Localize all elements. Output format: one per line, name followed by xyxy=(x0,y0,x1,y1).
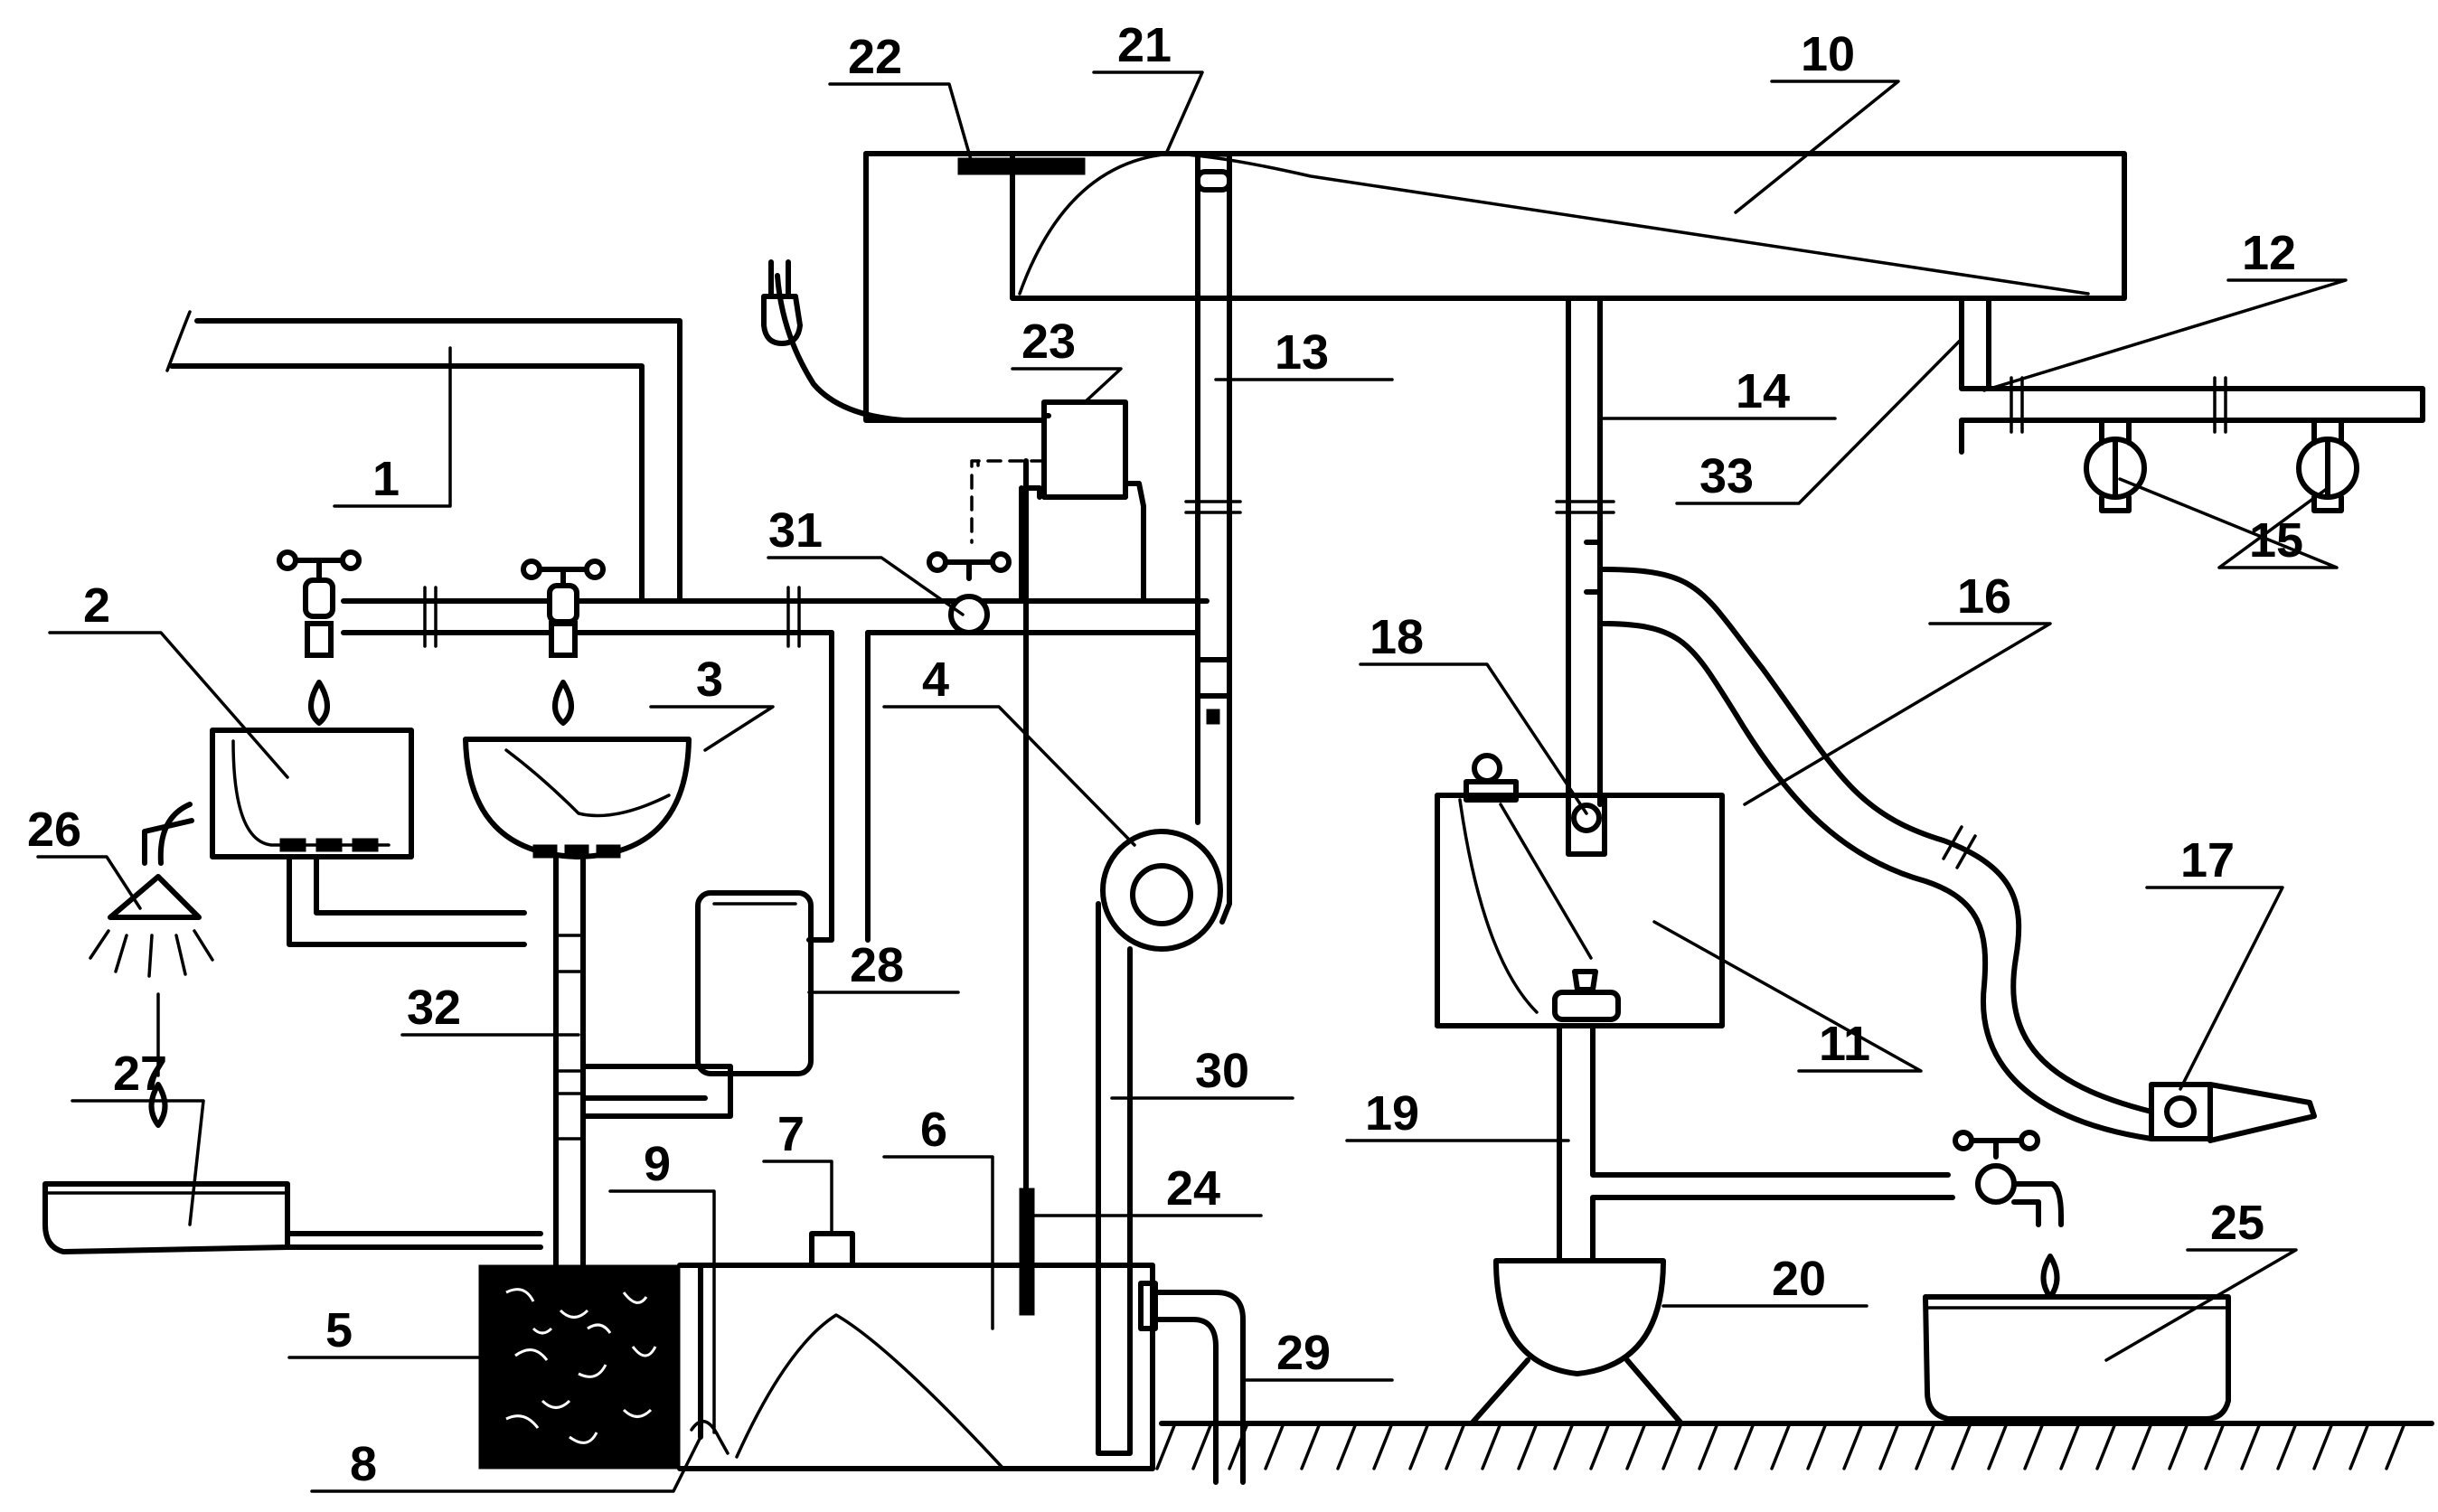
label-25: 25 xyxy=(2210,1196,2264,1250)
leader-lines xyxy=(36,70,2348,1493)
tap-sink-2[interactable] xyxy=(277,549,362,726)
tap-sink-3[interactable] xyxy=(521,559,606,726)
water-heater-28 xyxy=(695,630,871,1076)
label-11: 11 xyxy=(1819,1017,1870,1071)
label-4: 4 xyxy=(922,653,949,707)
wash-basin-3 xyxy=(463,737,692,859)
wash-basin-2 xyxy=(210,728,527,947)
pipe-30 xyxy=(1096,901,1133,1456)
label-33: 33 xyxy=(1699,449,1754,503)
level-sensor-24 xyxy=(976,458,1035,1316)
controller-23 xyxy=(863,151,1146,604)
label-2: 2 xyxy=(83,578,110,633)
label-13: 13 xyxy=(1275,325,1329,380)
tap-25[interactable] xyxy=(1953,1130,2064,1300)
label-8: 8 xyxy=(350,1437,377,1491)
valve-15-b[interactable] xyxy=(2296,418,2359,513)
label-3: 3 xyxy=(696,653,723,707)
valve-31[interactable] xyxy=(927,551,1012,635)
label-9: 9 xyxy=(644,1137,671,1191)
label-29: 29 xyxy=(1276,1326,1331,1380)
label-7: 7 xyxy=(777,1107,805,1161)
toilet-20 xyxy=(1469,1023,1955,1426)
label-23: 23 xyxy=(1021,315,1076,369)
label-32: 32 xyxy=(407,981,461,1035)
ground-line xyxy=(1155,1421,2434,1470)
label-28: 28 xyxy=(850,938,904,992)
pipe-14 xyxy=(1555,296,1615,807)
label-17: 17 xyxy=(2180,833,2235,887)
label-15: 15 xyxy=(2249,513,2303,568)
label-18: 18 xyxy=(1370,610,1424,664)
label-20: 20 xyxy=(1772,1252,1826,1306)
drain-pipe-32 xyxy=(553,854,733,1268)
supply-pipe-12 xyxy=(1959,296,2425,455)
label-24: 24 xyxy=(1166,1161,1220,1216)
cistern-11 xyxy=(1435,753,1725,1028)
valve-15-a[interactable] xyxy=(2084,418,2147,513)
label-12: 12 xyxy=(2242,226,2296,280)
label-26: 26 xyxy=(27,803,81,857)
basin-25 xyxy=(1923,1294,2231,1422)
top-tank-10 xyxy=(863,151,2127,301)
tank-6 xyxy=(677,1231,1246,1485)
label-27: 27 xyxy=(113,1047,167,1101)
label-21: 21 xyxy=(1117,18,1172,72)
hose-16 xyxy=(1597,567,2154,1141)
label-30: 30 xyxy=(1195,1044,1249,1098)
label-22: 22 xyxy=(848,30,902,84)
power-plug-icon xyxy=(761,259,1047,423)
pump-4[interactable] xyxy=(1100,829,1223,952)
label-1: 1 xyxy=(372,452,400,506)
label-10: 10 xyxy=(1801,27,1855,81)
label-5: 5 xyxy=(325,1303,353,1357)
part-labels: 1 2 3 4 5 6 7 8 9 10 11 12 13 14 15 16 1… xyxy=(27,18,2303,1491)
filter-5 xyxy=(478,1264,681,1470)
label-14: 14 xyxy=(1736,364,1790,418)
label-6: 6 xyxy=(920,1103,947,1157)
pipe-13 xyxy=(1172,153,1242,925)
label-31: 31 xyxy=(768,503,823,558)
tub-27 xyxy=(42,1181,543,1254)
spray-nozzle-17[interactable] xyxy=(2149,1082,2317,1143)
label-19: 19 xyxy=(1365,1086,1419,1141)
supply-pipe xyxy=(165,310,1210,648)
label-16: 16 xyxy=(1957,569,2011,624)
